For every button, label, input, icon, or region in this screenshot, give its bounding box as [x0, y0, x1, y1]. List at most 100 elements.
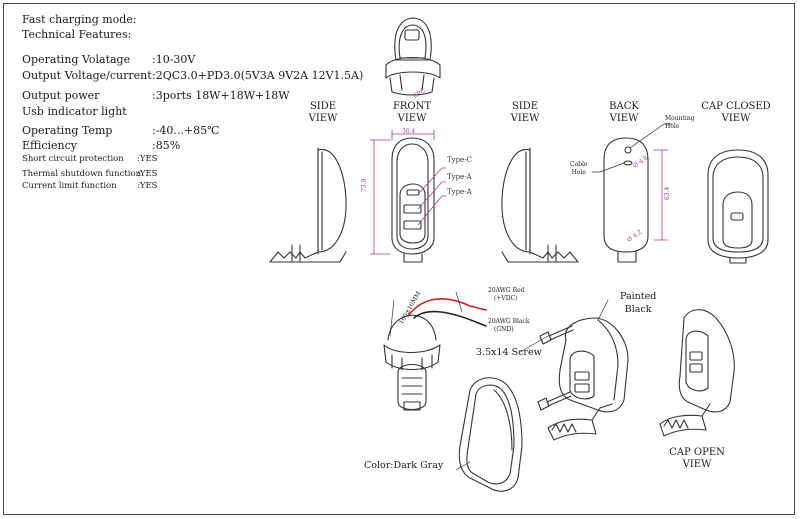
- cap-open-body: [678, 309, 735, 413]
- painted-port-1: [574, 371, 590, 381]
- spec-label-temp: Operating Temp: [22, 124, 113, 137]
- dim-back-height: 63.4: [664, 186, 671, 200]
- spec-label-usb-light: Usb indicator light: [22, 105, 127, 118]
- callout-type-a-1: Type-A: [447, 173, 472, 181]
- top-iso-base: [391, 91, 433, 96]
- cap-closed-foot: [729, 257, 747, 264]
- screw-leader: [519, 335, 549, 353]
- spec-value-efficiency: :85%: [152, 139, 181, 152]
- spec-heading-fast-charging: Fast charging mode:: [22, 13, 137, 26]
- painted-side-edge: [597, 319, 619, 401]
- mounting-hole-leader: [629, 123, 673, 149]
- spec-value-output: :2QC3.0+PD3.0(5V3A 9V2A 12V1.5A): [152, 69, 364, 82]
- spec-label-short-circuit: Short circuit protection: [22, 154, 124, 164]
- back-dimensions: [653, 149, 669, 241]
- wire-clamp-teeth: [391, 354, 433, 371]
- painted-clamp-link: [591, 403, 613, 421]
- cap-open-port-1: [689, 351, 703, 361]
- back-height-dim: [653, 149, 669, 241]
- screw-2: [537, 391, 572, 411]
- side1-clamp: [269, 251, 347, 263]
- wire-black: [413, 310, 487, 327]
- callout-type-a-2: Type-A: [447, 188, 472, 196]
- side1-screws: [291, 244, 301, 263]
- front-port-leaders: [417, 167, 447, 226]
- front-height-dim: [369, 139, 391, 255]
- screw-1-shaft: [548, 325, 574, 341]
- painted-clamp-teeth: [551, 423, 577, 433]
- back-view-drawing: [591, 123, 673, 263]
- spec-label-current-limit: Current limit function: [22, 181, 117, 191]
- spec-value-short-circuit: :YES: [137, 154, 158, 164]
- spec-label-thermal: Thermal shutdown function: [22, 169, 142, 179]
- dark-gray-cover-drawing: [455, 377, 523, 492]
- cover-body: [458, 377, 523, 492]
- top-iso-inner: [398, 24, 427, 59]
- cap-closed-inner: [712, 156, 764, 253]
- spec-value-voltage: :10-30V: [152, 53, 196, 66]
- callout-color-dark-gray: Color:Dark Gray: [364, 460, 444, 471]
- front-view-drawing: [391, 137, 435, 263]
- spec-heading-technical: Technical Features:: [22, 28, 132, 41]
- dim-front-width: 36.4: [402, 128, 416, 135]
- top-iso-port: [404, 29, 420, 41]
- back-body: [603, 137, 649, 253]
- spec-value-temp: :-40...+85℃: [152, 124, 220, 137]
- spec-label-efficiency: Efficiency: [22, 139, 78, 152]
- wire-clamp-top: [387, 314, 437, 341]
- wire-foot-tab: [403, 401, 421, 411]
- cap-closed-indicator: [730, 212, 744, 221]
- front-foot: [403, 253, 423, 263]
- front-dimensions: [369, 129, 447, 255]
- side1-body: [317, 149, 347, 253]
- painted-charger-drawing: [547, 299, 629, 441]
- back-cable-hole: [623, 160, 633, 166]
- spec-value-current-limit: :YES: [137, 181, 158, 191]
- callout-wire-red: 20AWG Red(+VDC): [488, 287, 525, 302]
- dim-front-height: 73.9: [361, 178, 368, 192]
- side2-body: [501, 149, 531, 253]
- side-view-2-drawing: [501, 147, 579, 263]
- top-iso-teeth: [389, 74, 435, 93]
- spec-label-power: Output power: [22, 89, 100, 102]
- front-type-a-port-2: [403, 220, 422, 230]
- cap-open-port-2: [689, 363, 703, 373]
- wire-length-dim: [389, 291, 463, 337]
- callout-wire-black: 20AWG Black(GND): [488, 318, 530, 333]
- cap-open-link: [701, 403, 711, 417]
- cover-leader: [455, 461, 471, 471]
- cap-open-clamp: [659, 414, 707, 437]
- callout-type-c: Type-C: [447, 156, 472, 164]
- cap-open-drawing: [659, 309, 735, 437]
- spec-label-output: Output Voltage/current: [22, 69, 152, 82]
- spec-label-voltage: Operating Volatage: [22, 53, 131, 66]
- painted-body: [558, 317, 629, 413]
- top-iso-clamp: [385, 56, 441, 79]
- spec-value-thermal: :YES: [137, 169, 158, 179]
- painted-port-2: [574, 383, 590, 393]
- cover-edge: [493, 389, 513, 451]
- front-type-a-port-1: [403, 204, 422, 214]
- side-view-1-drawing: [269, 147, 347, 263]
- cap-closed-view-drawing: [707, 149, 769, 264]
- painted-leader: [597, 299, 609, 321]
- cap-closed-cap: [722, 191, 753, 249]
- painted-clamp: [547, 418, 597, 441]
- front-width-dim: [391, 129, 435, 141]
- front-inner: [396, 143, 429, 250]
- wire-red: [407, 298, 487, 317]
- top-iso-view: [385, 17, 441, 96]
- screw-1-head: [539, 331, 552, 345]
- back-foot: [617, 251, 637, 263]
- screw-2-shaft: [546, 391, 572, 407]
- cover-inner: [466, 384, 515, 485]
